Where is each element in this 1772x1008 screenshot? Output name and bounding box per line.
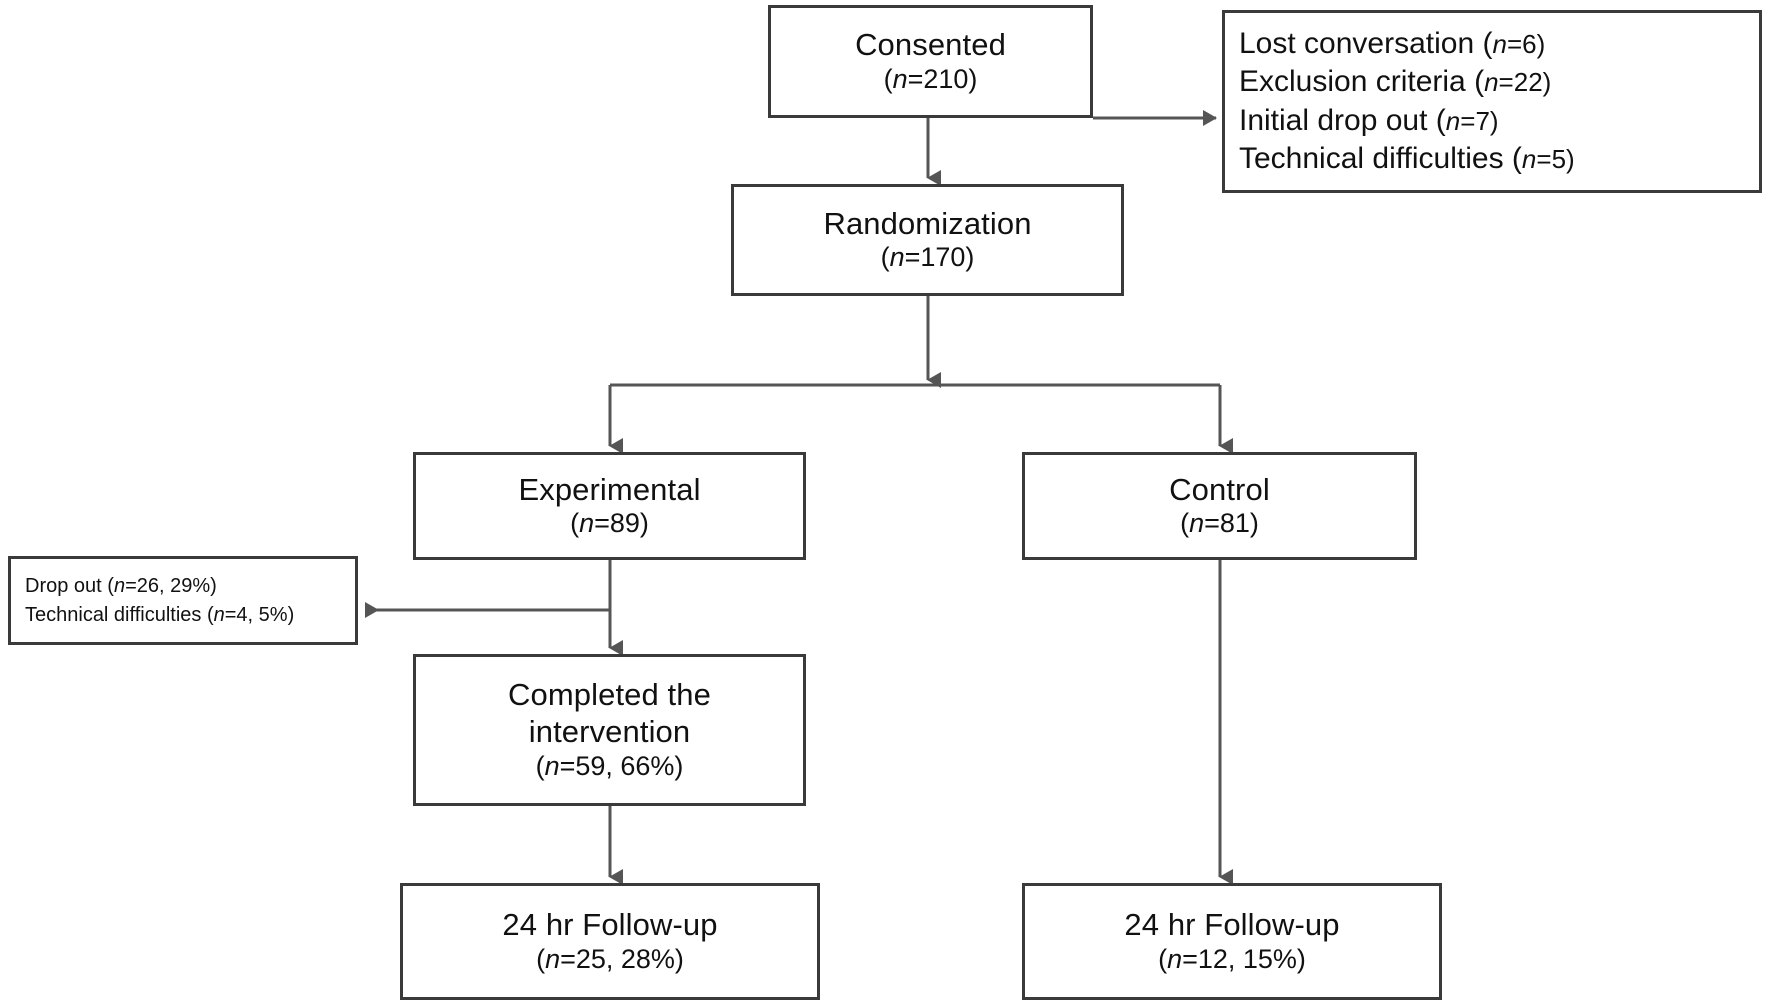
excluded-line: Initial drop out (n=7) [1239,103,1499,137]
node-control-count: (n=81) [1180,508,1259,539]
node-completed-count: (n=59, 66%) [535,750,684,781]
node-followup-experimental-count: (n=25, 28%) [536,943,684,974]
node-followup-experimental-label: 24 hr Follow-up [502,907,718,943]
node-control-label: Control [1169,471,1270,507]
excluded-line: Exclusion criteria (n=22) [1239,65,1552,99]
node-experimental-label: Experimental [518,471,701,507]
node-followup-control: 24 hr Follow-up (n=12, 15%) [1022,883,1442,1000]
attrition-line: Technical difficulties (n=4, 5%) [25,603,295,626]
node-control: Control (n=81) [1022,452,1417,560]
node-followup-control-count: (n=12, 15%) [1158,943,1306,974]
node-randomization-label: Randomization [823,205,1032,241]
node-randomization-count: (n=170) [880,242,975,273]
node-completed-intervention: Completed the intervention (n=59, 66%) [413,654,806,806]
excluded-line: Technical difficulties (n=5) [1239,141,1575,175]
node-excluded-reasons: Lost conversation (n=6) Exclusion criter… [1222,10,1762,193]
node-consented-count: (n=210) [883,63,978,94]
attrition-line: Drop out (n=26, 29%) [25,574,217,597]
node-consented-label: Consented [855,27,1006,63]
node-randomization: Randomization (n=170) [731,184,1124,296]
node-followup-control-label: 24 hr Follow-up [1124,907,1340,943]
node-experimental: Experimental (n=89) [413,452,806,560]
node-consented: Consented (n=210) [768,5,1093,118]
node-followup-experimental: 24 hr Follow-up (n=25, 28%) [400,883,820,1000]
node-attrition-reasons: Drop out (n=26, 29%) Technical difficult… [8,556,358,645]
node-completed-label-line1: Completed the [508,677,711,713]
node-completed-label-line2: intervention [528,714,691,750]
node-experimental-count: (n=89) [570,508,649,539]
excluded-line: Lost conversation (n=6) [1239,27,1546,61]
